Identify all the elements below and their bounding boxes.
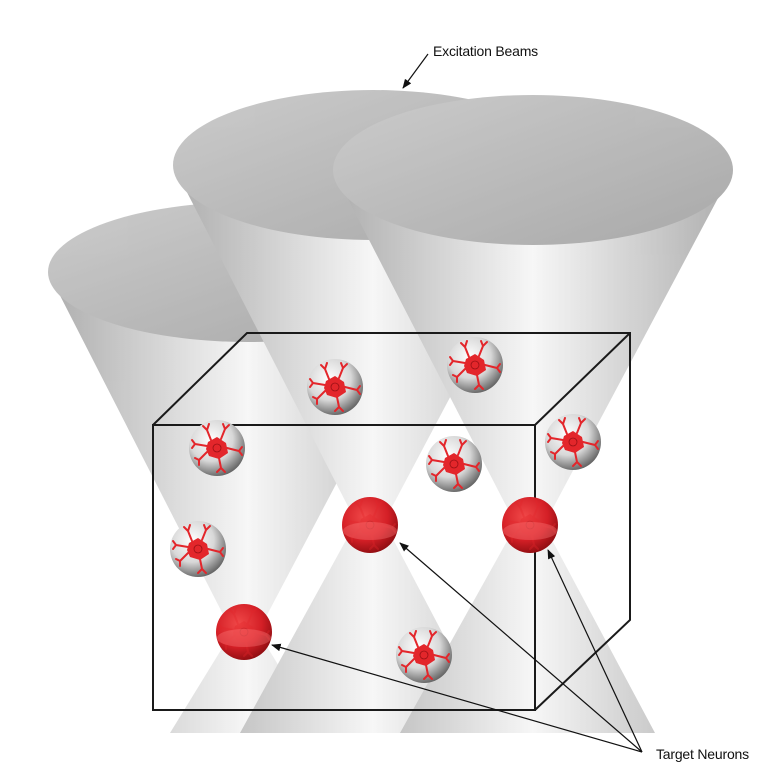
beams-arrow [402, 53, 429, 89]
neuron [307, 359, 363, 415]
neuron [170, 521, 226, 577]
neuron [447, 337, 503, 393]
neuron [396, 627, 452, 683]
target-neuron [502, 497, 558, 553]
neuron [189, 420, 245, 476]
target-arrow-3 [547, 549, 643, 753]
excitation-beams-label: Excitation Beams [433, 43, 538, 59]
target-neuron [342, 497, 398, 553]
tissue-volume-box [152, 332, 631, 711]
target-arrow-2 [399, 542, 643, 753]
beam-right [333, 95, 733, 733]
target-arrow-1 [271, 643, 643, 753]
neuron [545, 414, 601, 470]
target-neuron [216, 604, 272, 660]
neuron [426, 436, 482, 492]
target-neurons-label: Target Neurons [656, 746, 749, 762]
